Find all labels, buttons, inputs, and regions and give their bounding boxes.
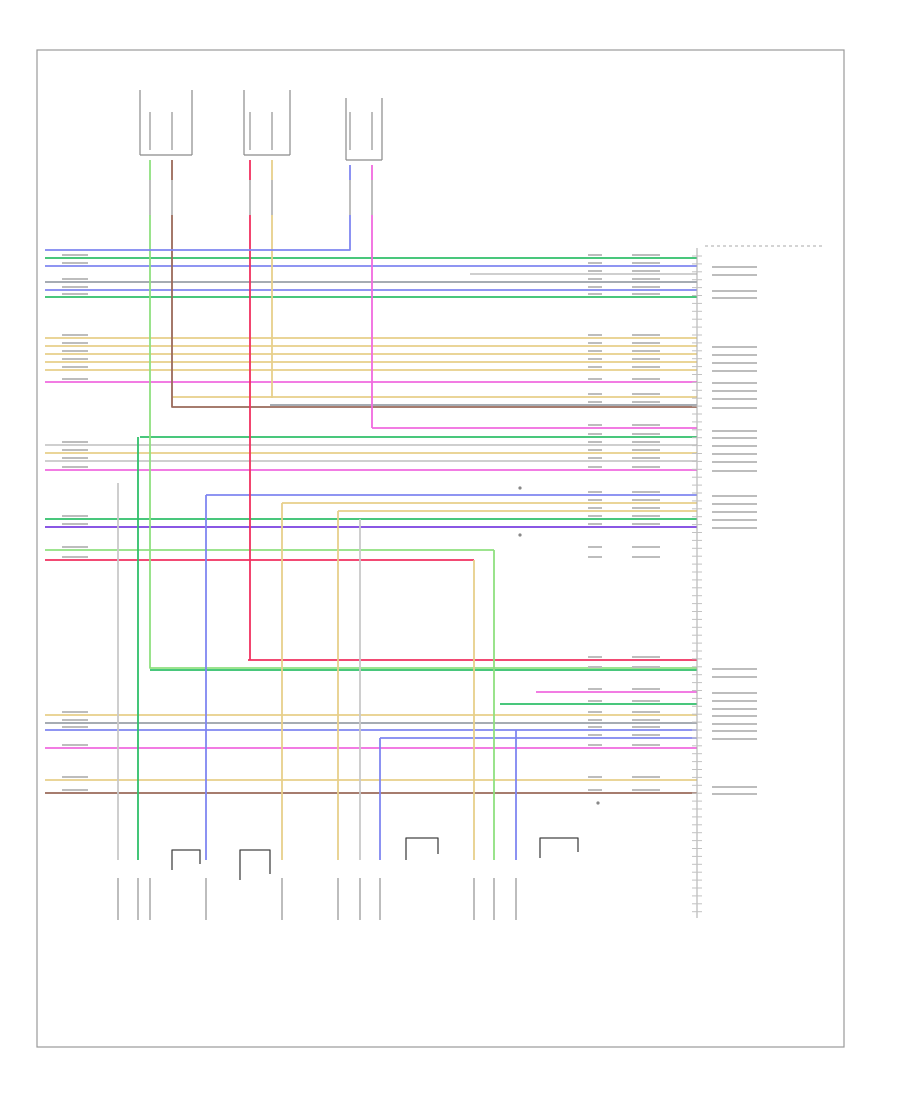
diagram-frame: [36, 49, 845, 1048]
wire: [405, 837, 439, 860]
splice-dot: [596, 801, 600, 805]
wire: [239, 849, 271, 880]
wire-layer: [45, 160, 697, 880]
wire: [171, 160, 697, 408]
wire: [149, 160, 697, 669]
splice-dot: [518, 486, 522, 490]
splice-dot: [518, 533, 522, 537]
module-pin-layer: [139, 90, 825, 918]
wire: [45, 165, 351, 251]
wire: [539, 837, 579, 858]
wire: [171, 849, 201, 870]
wire-label-layer: [62, 112, 757, 920]
